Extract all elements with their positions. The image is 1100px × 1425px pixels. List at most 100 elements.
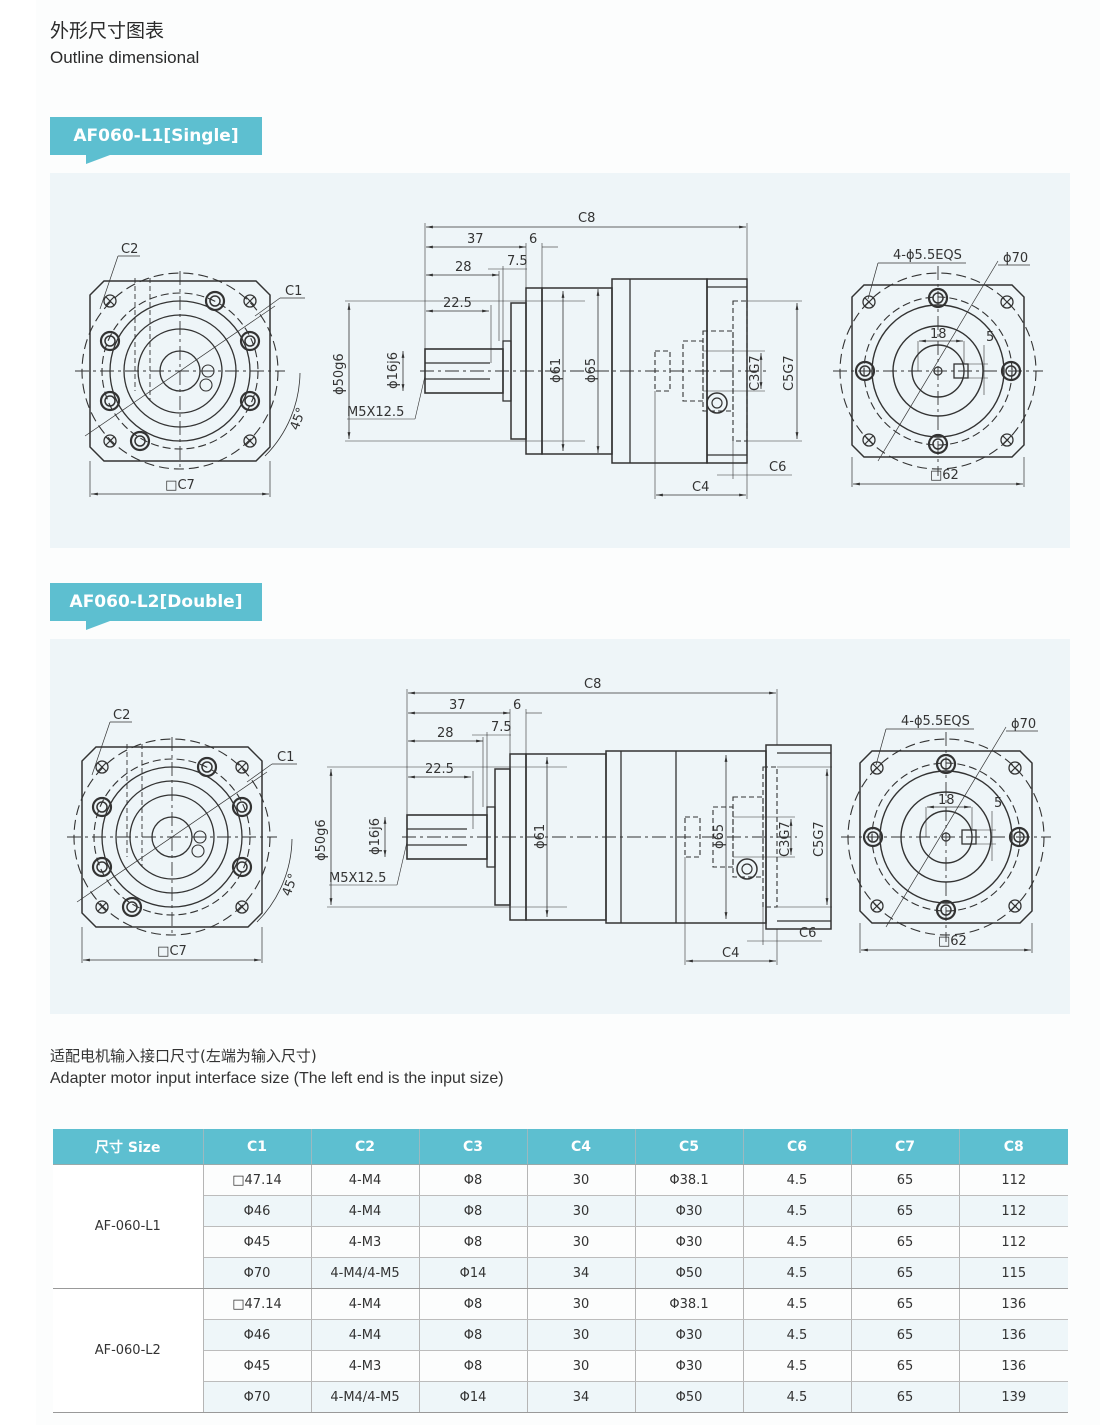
arrowhead bbox=[476, 739, 483, 743]
label-c3: C3G7 bbox=[778, 821, 793, 857]
label-c3: C3G7 bbox=[748, 355, 763, 391]
cell-c8: 136 bbox=[959, 1288, 1068, 1320]
cell-c6: 4.5 bbox=[743, 1164, 852, 1196]
arrowhead bbox=[426, 225, 433, 229]
cell-c5: Φ30 bbox=[635, 1350, 744, 1382]
bolt-hole-inner bbox=[96, 801, 108, 813]
label-c4: C4 bbox=[692, 480, 709, 495]
drawing-line bbox=[254, 297, 281, 317]
leader-line bbox=[885, 726, 1007, 928]
screw-hole-cross bbox=[1010, 763, 1020, 773]
arrowhead bbox=[739, 225, 746, 229]
arrowhead bbox=[759, 382, 763, 389]
cell-c8: 112 bbox=[959, 1195, 1068, 1227]
label-c6: C6 bbox=[799, 926, 816, 941]
cell-c4: 34 bbox=[527, 1381, 636, 1413]
arrowhead bbox=[561, 291, 565, 298]
screw-hole-cross bbox=[872, 901, 882, 911]
arrowhead bbox=[545, 757, 549, 764]
bolt-hole bbox=[927, 287, 949, 309]
cell-c1: Φ46 bbox=[203, 1319, 312, 1351]
arrowhead bbox=[686, 959, 693, 963]
cell-c6: 4.5 bbox=[743, 1319, 852, 1351]
cell-c2: 4-M3 bbox=[311, 1350, 420, 1382]
label-5: 5 bbox=[994, 796, 1002, 811]
page-title-en: Outline dimensional bbox=[50, 48, 200, 67]
drawing-line bbox=[396, 841, 408, 886]
label-c1: C1 bbox=[285, 284, 302, 299]
screw-hole bbox=[103, 434, 117, 448]
cell-c3: Φ8 bbox=[419, 1319, 528, 1351]
arrowhead bbox=[329, 769, 333, 776]
cell-c8: 136 bbox=[959, 1319, 1068, 1351]
cell-c1: Φ45 bbox=[203, 1226, 312, 1258]
arrowhead bbox=[262, 492, 269, 496]
cell-c2: 4-M3 bbox=[311, 1226, 420, 1258]
angle-arc bbox=[264, 372, 301, 457]
arrowhead bbox=[408, 739, 415, 743]
bolt-hole bbox=[1008, 826, 1030, 848]
cell-c5: Φ38.1 bbox=[635, 1288, 744, 1320]
bolt-hole bbox=[121, 896, 143, 918]
label-c5: C5G7 bbox=[782, 355, 797, 391]
screw-hole-cross bbox=[245, 436, 255, 446]
screw-hole bbox=[235, 760, 249, 774]
arrowhead bbox=[964, 805, 971, 809]
cell-c2: 4-M4 bbox=[311, 1195, 420, 1227]
cell-c5: Φ38.1 bbox=[635, 1164, 744, 1196]
label-phi61: ϕ61 bbox=[549, 358, 564, 383]
bolt-hole bbox=[862, 826, 884, 848]
label-37: 37 bbox=[467, 232, 484, 247]
bolt-hole-inner bbox=[859, 365, 871, 377]
screw-hole bbox=[103, 294, 117, 308]
label-angle: 45° bbox=[288, 406, 310, 433]
arrowhead bbox=[795, 303, 799, 310]
flange-outline bbox=[89, 280, 271, 462]
cell-c7: 65 bbox=[851, 1288, 960, 1320]
label-c2: C2 bbox=[113, 708, 130, 723]
bolt-hole-inner bbox=[201, 761, 213, 773]
clamp-screw-inner bbox=[741, 863, 753, 875]
small-circle bbox=[199, 378, 213, 392]
page-title-cn: 外形尺寸图表 bbox=[50, 20, 165, 42]
cell-c8: 136 bbox=[959, 1350, 1068, 1382]
label-62: □62 bbox=[930, 468, 959, 483]
drawing-line bbox=[875, 728, 887, 766]
label-37: 37 bbox=[449, 698, 466, 713]
bolt-hole bbox=[935, 899, 957, 921]
bolt-hole-inner bbox=[244, 395, 256, 407]
label-28: 28 bbox=[437, 726, 454, 741]
arrowhead bbox=[596, 289, 600, 296]
cell-c6: 4.5 bbox=[743, 1350, 852, 1382]
column-header-size: 尺寸 Size bbox=[53, 1129, 204, 1165]
cell-c8: 112 bbox=[959, 1226, 1068, 1258]
label-5: 5 bbox=[986, 330, 994, 345]
adapter-title-en: Adapter motor input interface size (The … bbox=[50, 1070, 504, 1087]
label-holes: 4-ϕ5.5EQS bbox=[893, 248, 962, 263]
bolt-hole-inner bbox=[104, 335, 116, 347]
column-header-c5: C5 bbox=[635, 1129, 744, 1165]
label-c4: C4 bbox=[722, 946, 739, 961]
label-m5: M5X12.5 bbox=[347, 405, 404, 420]
screw-hole-cross bbox=[97, 902, 107, 912]
cell-c6: 4.5 bbox=[743, 1288, 852, 1320]
bolt-hole-inner bbox=[236, 861, 248, 873]
label-c5: C5G7 bbox=[812, 821, 827, 857]
label-18: 18 bbox=[938, 793, 955, 808]
screw-hole bbox=[1000, 295, 1014, 309]
label-7-5: 7.5 bbox=[491, 720, 512, 735]
label-c7: □C7 bbox=[165, 478, 195, 493]
flange-outline bbox=[81, 746, 263, 928]
screw-hole bbox=[243, 294, 257, 308]
cell-c8: 115 bbox=[959, 1257, 1068, 1289]
label-c2: C2 bbox=[121, 242, 138, 257]
screw-hole-cross bbox=[1002, 297, 1012, 307]
cell-c6: 4.5 bbox=[743, 1381, 852, 1413]
label-18: 18 bbox=[930, 327, 947, 342]
arrowhead bbox=[401, 384, 405, 391]
cell-c3: Φ14 bbox=[419, 1257, 528, 1289]
